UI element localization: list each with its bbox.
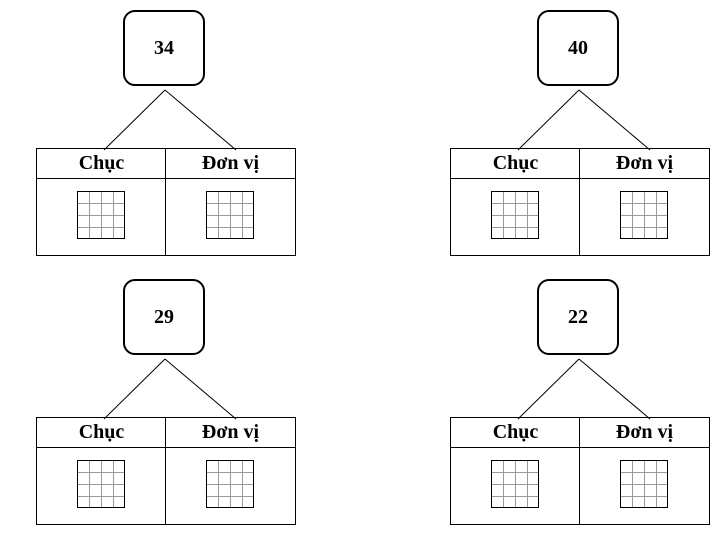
column-divider: [165, 149, 166, 255]
exercise-4: 22 Chục Đơn vị: [450, 269, 710, 525]
units-header: Đơn vị: [615, 421, 674, 443]
units-answer-grid[interactable]: [620, 191, 668, 239]
units-answer-grid[interactable]: [620, 460, 668, 508]
number-box: 29: [123, 279, 205, 355]
place-value-table: Chục Đơn vị: [450, 148, 710, 256]
tens-answer-grid[interactable]: [491, 191, 539, 239]
column-divider: [579, 418, 580, 524]
tens-header: Chục: [492, 152, 539, 174]
exercise-1: 34 Chục Đơn vị: [36, 0, 296, 256]
units-header: Đơn vị: [615, 152, 674, 174]
number-box: 22: [537, 279, 619, 355]
units-header: Đơn vị: [201, 421, 260, 443]
table-header: Chục Đơn vị: [37, 418, 295, 448]
branch-lines: [517, 358, 651, 420]
column-divider: [165, 418, 166, 524]
number-box: 34: [123, 10, 205, 86]
number-box: 40: [537, 10, 619, 86]
column-divider: [579, 149, 580, 255]
table-header: Chục Đơn vị: [451, 149, 709, 179]
table-header: Chục Đơn vị: [451, 418, 709, 448]
branch-lines: [517, 89, 651, 151]
tens-answer-grid[interactable]: [77, 191, 125, 239]
branch-lines: [103, 89, 237, 151]
place-value-table: Chục Đơn vị: [36, 417, 296, 525]
units-answer-grid[interactable]: [206, 460, 254, 508]
tens-header: Chục: [78, 421, 125, 443]
tens-answer-grid[interactable]: [77, 460, 125, 508]
place-value-table: Chục Đơn vị: [36, 148, 296, 256]
place-value-table: Chục Đơn vị: [450, 417, 710, 525]
exercise-3: 29 Chục Đơn vị: [36, 269, 296, 525]
units-answer-grid[interactable]: [206, 191, 254, 239]
units-header: Đơn vị: [201, 152, 260, 174]
branch-lines: [103, 358, 237, 420]
table-header: Chục Đơn vị: [37, 149, 295, 179]
exercise-2: 40 Chục Đơn vị: [450, 0, 710, 256]
tens-header: Chục: [492, 421, 539, 443]
tens-answer-grid[interactable]: [491, 460, 539, 508]
tens-header: Chục: [78, 152, 125, 174]
